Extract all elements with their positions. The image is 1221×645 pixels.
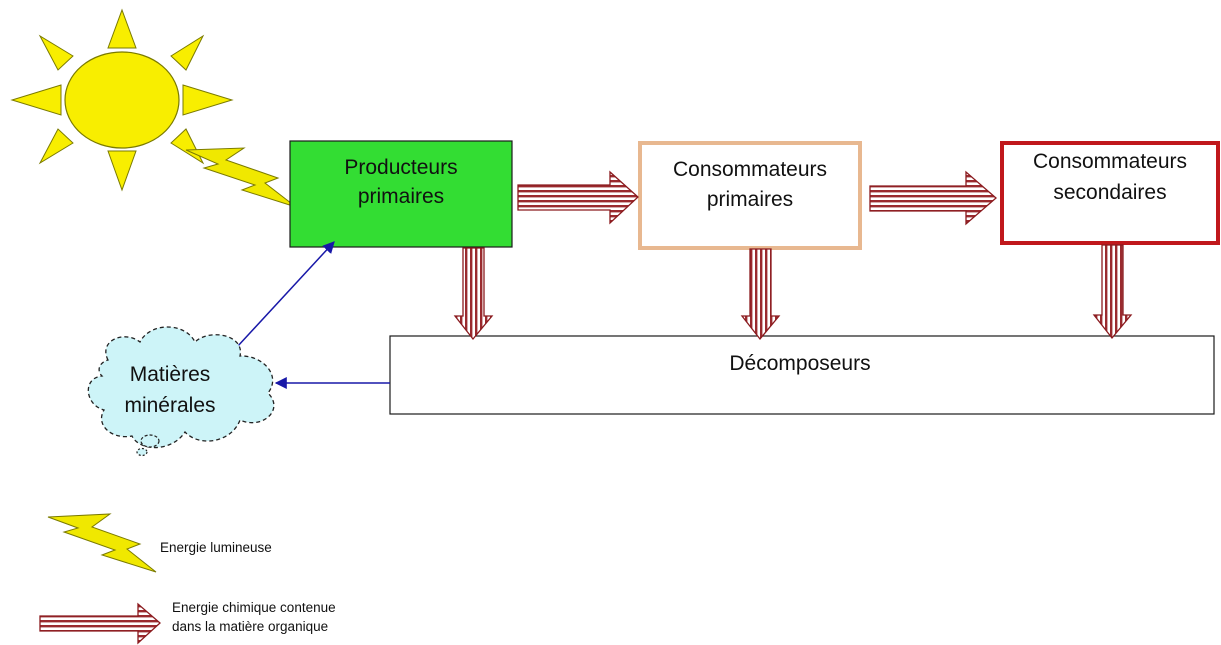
decomposeurs-label: Décomposeurs	[729, 352, 870, 375]
legend-striped-arrow-icon	[39, 602, 161, 645]
consommateurs-secondaires-label-line2: secondaires	[1053, 181, 1166, 204]
arrow-consommateurs-primaires-to-decomposeurs	[740, 248, 781, 341]
legend-chimique-label-line2: dans la matière organique	[172, 619, 328, 634]
matieres-label-line1: Matières	[130, 363, 211, 386]
matieres-minerales-cloud	[87, 326, 275, 457]
producteurs-label-line2: primaires	[358, 185, 444, 208]
decomposeurs-box	[389, 335, 1215, 415]
arrow-consommateurs-secondaires-to-decomposeurs	[1092, 244, 1133, 340]
producteurs-primaires-box	[289, 140, 513, 248]
arrow-matieres-to-producteurs	[236, 241, 335, 348]
producteurs-label-line1: Producteurs	[344, 156, 457, 179]
legend-lumineuse-label: Energie lumineuse	[160, 540, 272, 555]
consommateurs-primaires-label-line1: Consommateurs	[673, 158, 827, 181]
arrow-producteurs-to-decomposeurs	[453, 247, 494, 341]
consommateurs-primaires-box	[638, 141, 862, 250]
arrow-consommateurs-primaires-to-secondaires	[869, 170, 997, 226]
legend-chimique-label-line1: Energie chimique contenue	[172, 600, 336, 615]
consommateurs-secondaires-box	[1000, 141, 1220, 245]
consommateurs-primaires-label-line2: primaires	[707, 188, 793, 211]
consommateurs-secondaires-label-line1: Consommateurs	[1033, 150, 1187, 173]
legend-lightning-bolt-icon	[47, 513, 157, 573]
sun-icon	[10, 8, 234, 192]
arrow-producteurs-to-consommateurs-primaires	[517, 170, 639, 225]
lightning-bolt-icon	[185, 147, 297, 208]
matieres-label-line2: minérales	[124, 394, 215, 417]
